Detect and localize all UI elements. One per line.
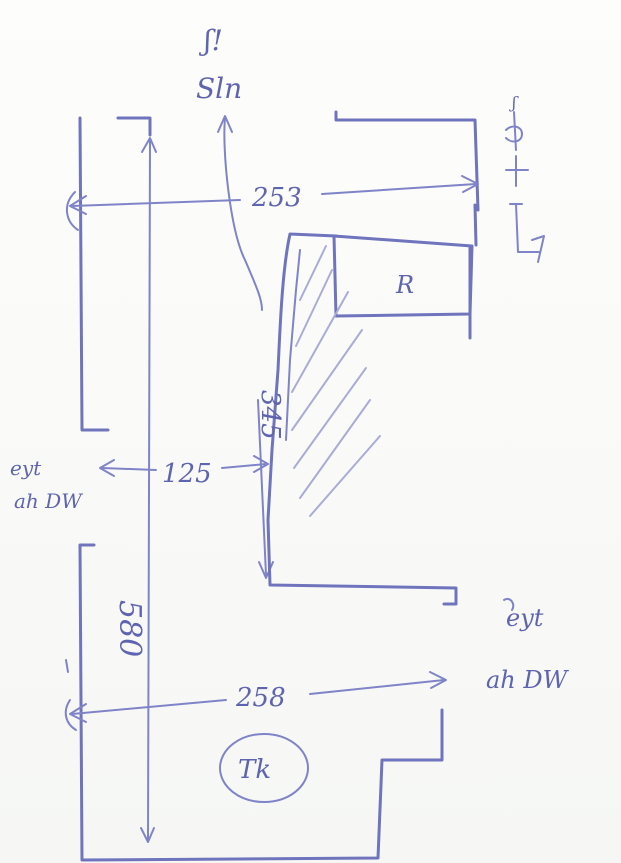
- side-right-note-line1: eyt: [506, 604, 544, 632]
- circled-annotation-label: Tk: [238, 755, 271, 785]
- arrowhead-left-125: [99, 459, 115, 477]
- gap-width-label: 125: [162, 459, 212, 489]
- height-dimension-580-line: [147, 139, 151, 841]
- right-note-mark: [503, 598, 515, 611]
- width-top-label: 253: [251, 183, 302, 213]
- arrowhead-left-258: [69, 703, 87, 723]
- vertical-arrow-345-lower: [257, 399, 267, 576]
- top-right-small-symbol: [505, 111, 545, 263]
- arrowhead-right-258: [429, 671, 447, 689]
- inner-box-letter: R: [395, 271, 414, 299]
- side-left-note-line2: ah DW: [14, 489, 83, 513]
- gap-dimension-125-left: [101, 467, 157, 471]
- side-left-note-line1: eyt: [10, 456, 42, 480]
- gap-dimension-125-right: [221, 463, 267, 469]
- upper-left-boundary-line: [78, 116, 152, 432]
- hatch-pattern: [291, 245, 381, 517]
- width-dimension-253-right: [321, 183, 477, 195]
- top-left-code-label: ʃ!: [198, 24, 223, 57]
- left-wall-tick: [66, 191, 79, 231]
- top-left-sub-label: Sln: [196, 72, 242, 105]
- upper-outer-wall: [334, 110, 480, 247]
- height-low-label: 580: [112, 600, 147, 657]
- width-bottom-label: 258: [235, 683, 286, 713]
- side-right-note-line2: ah DW: [486, 666, 570, 694]
- top-right-code-label: ʃ: [509, 93, 519, 112]
- arrowhead-left-253: [69, 195, 87, 215]
- lower-left-boundary-line: [78, 543, 444, 862]
- circled-annotation-outline: [219, 733, 309, 803]
- lower-left-wall-tick: [64, 659, 77, 731]
- vertical-arrow-345-upper: [223, 117, 263, 311]
- arrowhead-bottom-580: [140, 827, 155, 843]
- main-body-inner-edge: [285, 249, 301, 441]
- main-body-outline: [266, 232, 458, 606]
- width-dimension-258-left: [71, 699, 227, 715]
- arrowhead-up-345: [217, 115, 233, 133]
- width-dimension-253-left: [71, 199, 241, 207]
- width-dimension-258-right: [309, 679, 445, 695]
- arrowhead-right-125: [253, 455, 269, 473]
- height-mid-label: 345: [255, 390, 285, 440]
- arrowhead-right-253: [461, 175, 479, 193]
- arrowhead-top-580: [141, 137, 157, 153]
